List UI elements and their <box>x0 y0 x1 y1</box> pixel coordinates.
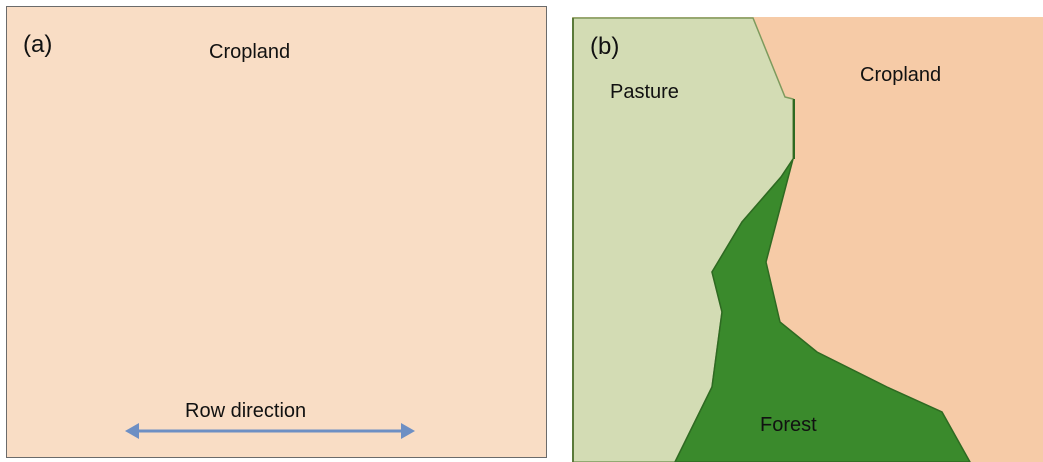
land-use-map-svg <box>572 17 1043 462</box>
row-direction-label: Row direction <box>185 400 307 422</box>
panel-a-letter: (a) <box>23 31 53 58</box>
pasture-label: Pasture <box>610 81 679 103</box>
panel-a-cropland-label: Cropland <box>209 41 291 63</box>
panel-b-letter: (b) <box>590 33 620 60</box>
row-direction-arrow-svg <box>125 423 415 439</box>
panel-a-cropland-field: (a) Cropland Row direction <box>6 6 547 458</box>
cropland-label: Cropland <box>860 64 942 86</box>
panel-b-land-use-map: (b) Pasture Cropland Forest <box>572 17 1043 462</box>
forest-label: Forest <box>760 414 817 436</box>
forest-region <box>674 158 971 462</box>
row-direction-arrow <box>125 423 415 439</box>
